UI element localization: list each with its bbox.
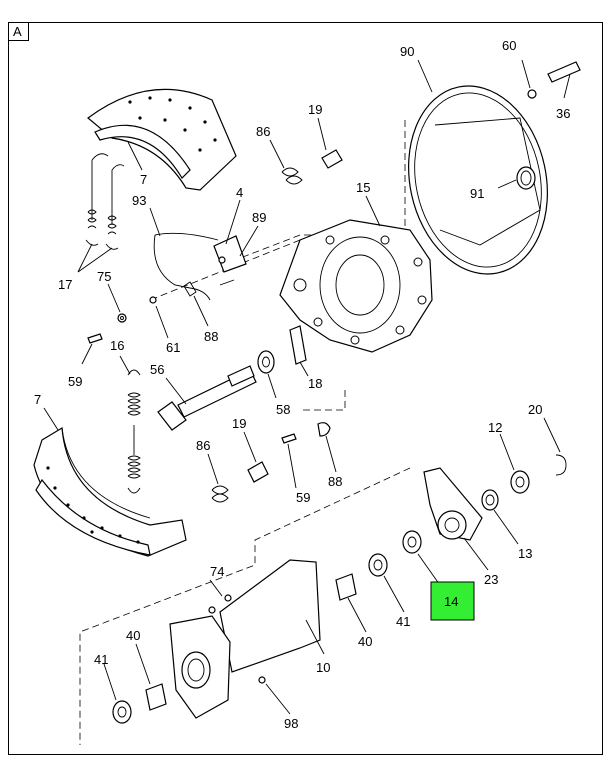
sensor-wire — [153, 232, 247, 301]
washer-58 — [257, 350, 275, 374]
highlight-box-14 — [430, 581, 475, 621]
callout-59-lower[interactable]: 59 — [296, 490, 310, 505]
callout-41-left[interactable]: 41 — [94, 652, 108, 667]
slack-adjuster-assembly — [402, 454, 567, 554]
callout-36[interactable]: 36 — [556, 106, 570, 121]
spider-15 — [279, 219, 433, 365]
brake-shoe-lower — [33, 426, 187, 557]
callout-56[interactable]: 56 — [150, 362, 164, 377]
callout-12[interactable]: 12 — [488, 420, 502, 435]
view-label-box — [8, 22, 29, 41]
callout-7-upper[interactable]: 7 — [140, 172, 147, 187]
callout-18[interactable]: 18 — [308, 376, 322, 391]
callout-16[interactable]: 16 — [110, 338, 124, 353]
callout-14[interactable]: 14 — [444, 594, 458, 609]
callout-10[interactable]: 10 — [316, 660, 330, 675]
callout-23[interactable]: 23 — [484, 572, 498, 587]
callout-20[interactable]: 20 — [528, 402, 542, 417]
callout-labels: 90 60 36 91 19 86 15 7 93 4 89 17 75 61 … — [34, 38, 570, 731]
diagram-frame — [8, 22, 603, 755]
callout-74[interactable]: 74 — [210, 564, 224, 579]
callout-41-right[interactable]: 41 — [396, 614, 410, 629]
camshaft — [157, 365, 257, 431]
callout-59-left[interactable]: 59 — [68, 374, 82, 389]
callout-19-lower[interactable]: 19 — [232, 416, 246, 431]
pins-and-clips — [211, 149, 343, 503]
callout-91[interactable]: 91 — [470, 186, 484, 201]
callout-40-right[interactable]: 40 — [358, 634, 372, 649]
fasteners-upper-right — [527, 61, 581, 99]
callout-86-upper[interactable]: 86 — [256, 124, 270, 139]
callout-93[interactable]: 93 — [132, 193, 146, 208]
callout-15[interactable]: 15 — [356, 180, 370, 195]
camshaft-bracket — [169, 559, 321, 719]
callout-17[interactable]: 17 — [58, 277, 72, 292]
brake-shoe-upper — [87, 88, 237, 191]
callout-61[interactable]: 61 — [166, 340, 180, 355]
leader-lines — [43, 59, 571, 715]
callout-89[interactable]: 89 — [252, 210, 266, 225]
view-label: A — [13, 24, 22, 39]
callout-19-upper[interactable]: 19 — [308, 102, 322, 117]
callout-58[interactable]: 58 — [276, 402, 290, 417]
callout-7-lower[interactable]: 7 — [34, 392, 41, 407]
callout-88-lower[interactable]: 88 — [328, 474, 342, 489]
callout-40-left[interactable]: 40 — [126, 628, 140, 643]
callout-86-lower[interactable]: 86 — [196, 438, 210, 453]
small-fasteners-left — [87, 296, 157, 344]
callout-88-upper[interactable]: 88 — [204, 329, 218, 344]
callout-60[interactable]: 60 — [502, 38, 516, 53]
dust-shield — [408, 85, 548, 275]
return-springs — [85, 153, 125, 250]
callout-90[interactable]: 90 — [400, 44, 414, 59]
spring-16 — [127, 369, 141, 494]
callout-4[interactable]: 4 — [236, 185, 243, 200]
bushings — [112, 553, 388, 724]
callout-75[interactable]: 75 — [97, 269, 111, 284]
callout-98[interactable]: 98 — [284, 716, 298, 731]
callout-13[interactable]: 13 — [518, 546, 532, 561]
